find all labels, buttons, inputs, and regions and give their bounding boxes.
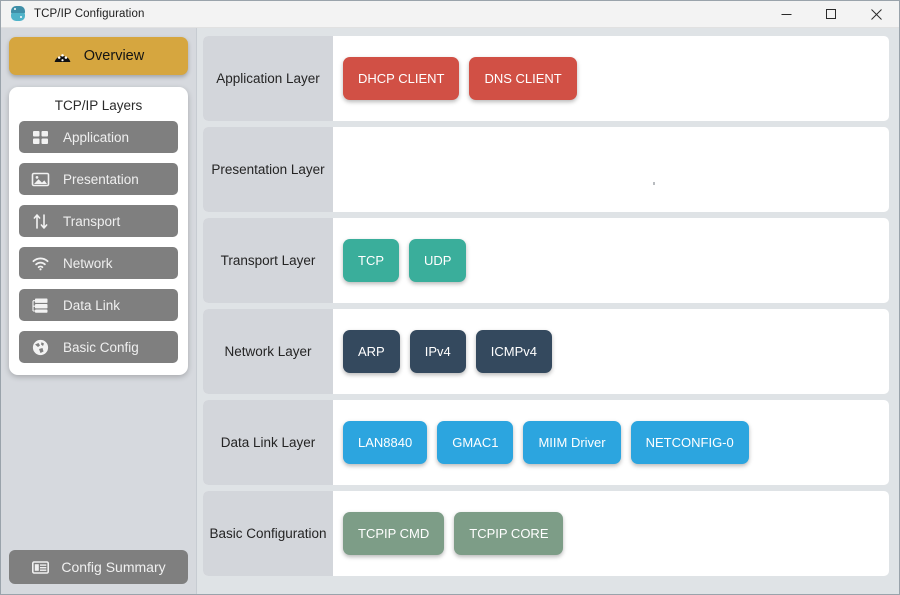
- layer-row-label: Application Layer: [203, 36, 333, 121]
- sidebar-item-transport[interactable]: Transport: [19, 205, 178, 237]
- dashboard-gauge-icon: [53, 47, 72, 66]
- layer-chip[interactable]: IPv4: [409, 330, 466, 373]
- close-icon[interactable]: [854, 1, 899, 28]
- layer-chip[interactable]: MIIM Driver: [523, 421, 621, 464]
- content-area: Overview TCP/IP Layers Application: [1, 28, 899, 594]
- layer-chip[interactable]: UDP: [409, 239, 467, 282]
- python-logo-icon: [10, 6, 26, 22]
- layer-chip[interactable]: DNS CLIENT: [469, 57, 577, 100]
- sidebar-item-label: Application: [63, 129, 130, 145]
- sidebar-spacer: [9, 375, 188, 550]
- layer-row: Presentation Layer: [203, 127, 889, 212]
- layer-row-label: Transport Layer: [203, 218, 333, 303]
- window-controls: [764, 1, 899, 28]
- sidebar-item-label: Presentation: [63, 171, 139, 187]
- sidebar-item-label: Basic Config: [63, 339, 139, 355]
- image-icon: [31, 170, 50, 189]
- sidebar-item-network[interactable]: Network: [19, 247, 178, 279]
- layers-card-title: TCP/IP Layers: [54, 98, 143, 113]
- layer-chip[interactable]: DHCP CLIENT: [343, 57, 460, 100]
- sidebar-item-basic-config[interactable]: Basic Config: [19, 331, 178, 363]
- globe-icon: [31, 338, 50, 357]
- tcpip-layers-card: TCP/IP Layers Application: [9, 87, 188, 375]
- server-icon: [31, 296, 50, 315]
- layer-row-items: [333, 127, 889, 212]
- sidebar-item-application[interactable]: Application: [19, 121, 178, 153]
- layer-chip[interactable]: TCPIP CORE: [454, 512, 564, 555]
- config-summary-label: Config Summary: [61, 559, 166, 575]
- layer-chip[interactable]: TCPIP CMD: [343, 512, 445, 555]
- overview-button[interactable]: Overview: [9, 37, 188, 75]
- list-panel-icon: [31, 558, 50, 577]
- layer-chip[interactable]: NETCONFIG-0: [630, 421, 749, 464]
- layer-chip[interactable]: ARP: [343, 330, 400, 373]
- layer-chip[interactable]: ICMPv4: [475, 330, 552, 373]
- wifi-icon: [31, 254, 50, 273]
- sidebar-item-label: Data Link: [63, 297, 121, 313]
- sidebar-item-data-link[interactable]: Data Link: [19, 289, 178, 321]
- overview-label: Overview: [83, 48, 145, 64]
- empty-row-artifact: [653, 182, 655, 185]
- config-summary-button[interactable]: Config Summary: [9, 550, 188, 584]
- sidebar: Overview TCP/IP Layers Application: [1, 28, 197, 594]
- grid-icon: [31, 128, 50, 147]
- sidebar-item-label: Transport: [63, 213, 121, 229]
- title-bar: TCP/IP Configuration: [1, 1, 899, 28]
- sidebar-item-presentation[interactable]: Presentation: [19, 163, 178, 195]
- minimize-icon[interactable]: [764, 1, 809, 28]
- layer-chip[interactable]: GMAC1: [437, 421, 514, 464]
- layer-row-label: Presentation Layer: [203, 127, 333, 212]
- layer-row-label: Data Link Layer: [203, 400, 333, 485]
- arrows-up-down-icon: [31, 212, 50, 231]
- layer-chip[interactable]: LAN8840: [343, 421, 428, 464]
- layer-row-label: Basic Configuration: [203, 491, 333, 576]
- layer-chip[interactable]: TCP: [343, 239, 399, 282]
- window-title: TCP/IP Configuration: [34, 8, 145, 20]
- sidebar-item-label: Network: [63, 255, 113, 271]
- maximize-icon[interactable]: [809, 1, 854, 28]
- layer-row-label: Network Layer: [203, 309, 333, 394]
